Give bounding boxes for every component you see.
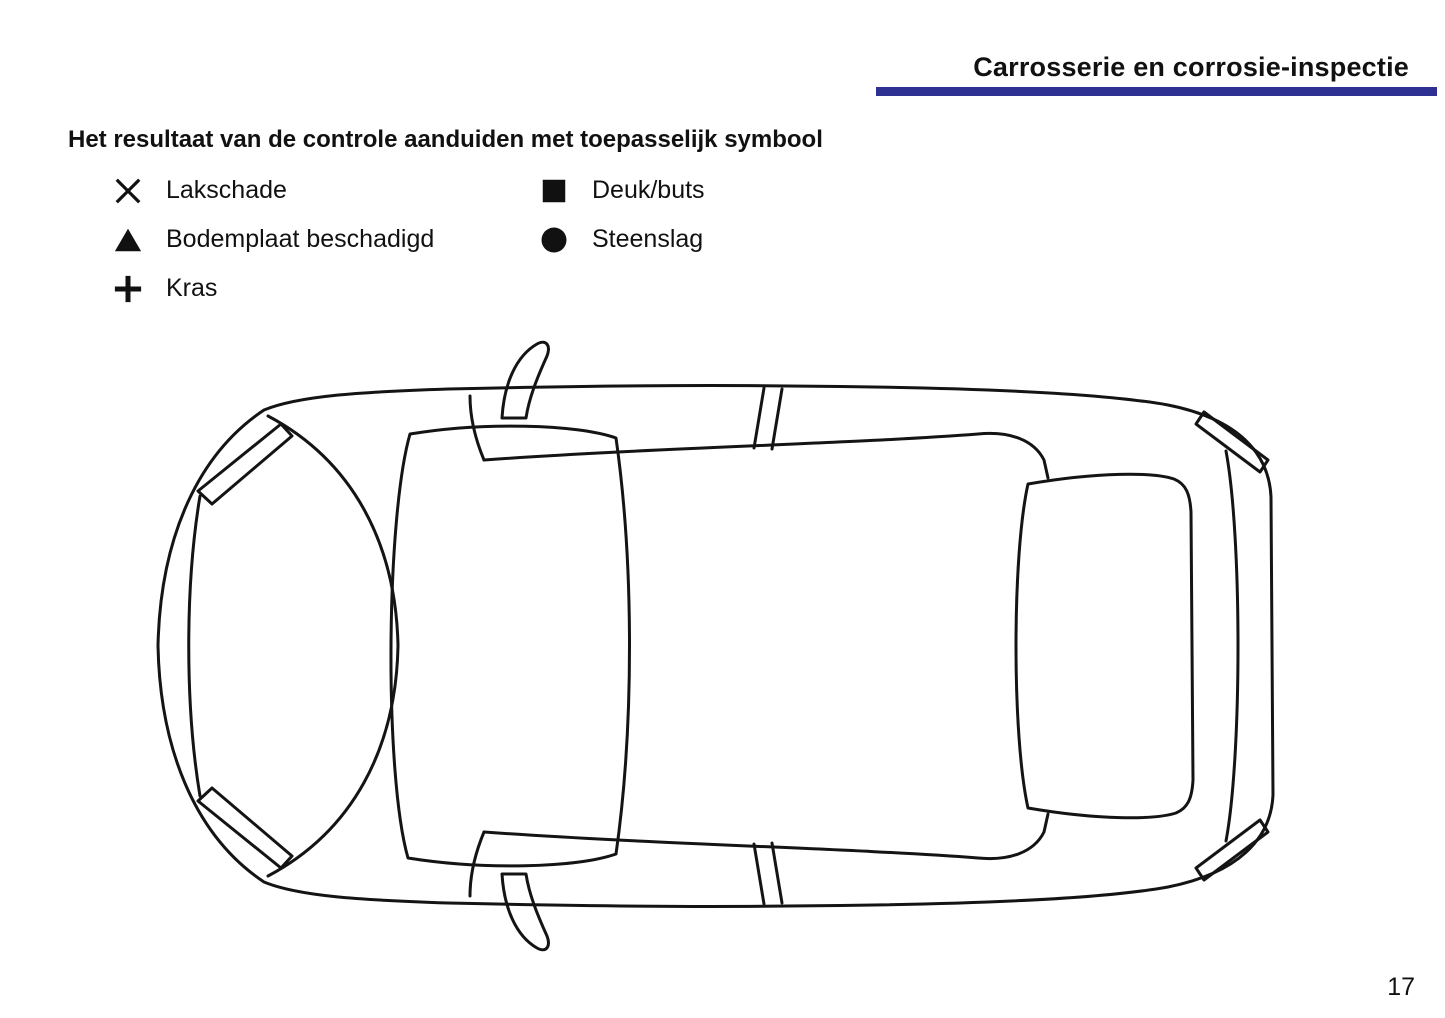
- legend-column-2: Deuk/buts Steenslag: [536, 166, 705, 264]
- plus-icon: [110, 274, 146, 304]
- x-mark-icon: [110, 176, 146, 206]
- car-body-outline: [156, 384, 1275, 908]
- b-pillar-bottom-1: [752, 842, 766, 906]
- side-window-front-edge-top: [468, 394, 486, 462]
- b-pillar-bottom-2: [770, 841, 784, 905]
- taillight-right-bottom: [1194, 818, 1270, 882]
- side-window-front-edge-bottom: [468, 830, 486, 898]
- headlight-left-top: [196, 422, 294, 506]
- legend-label: Deuk/buts: [592, 176, 705, 204]
- legend-label: Bodemplaat beschadigd: [166, 225, 435, 253]
- legend-item-lakschade: Lakschade: [110, 166, 434, 215]
- legend-item-kras: Kras: [110, 264, 434, 313]
- side-window-line-bottom: [482, 812, 1050, 861]
- legend-item-steenslag: Steenslag: [536, 215, 705, 264]
- windshield: [389, 424, 631, 868]
- mirror-top: [500, 340, 550, 420]
- page-number: 17: [1387, 973, 1415, 1001]
- page-title: Carrosserie en corrosie-inspectie: [973, 52, 1409, 82]
- rear-window: [1014, 472, 1195, 820]
- trunk-line: [1224, 449, 1240, 843]
- legend-label: Steenslag: [592, 225, 704, 253]
- triangle-icon: [110, 225, 146, 255]
- b-pillar-top-2: [770, 387, 784, 451]
- hood-line: [266, 414, 400, 878]
- legend-label: Kras: [166, 274, 218, 302]
- legend-item-deuk: Deuk/buts: [536, 166, 705, 215]
- side-window-line-top: [482, 431, 1050, 480]
- mirror-bottom: [500, 872, 550, 952]
- header-accent-bar: [876, 87, 1437, 96]
- legend-item-bodemplaat: Bodemplaat beschadigd: [110, 215, 434, 264]
- headlight-left-bottom: [196, 786, 294, 870]
- taillight-right-top: [1194, 410, 1270, 474]
- instruction-text: Het resultaat van de controle aanduiden …: [68, 126, 823, 153]
- square-icon: [536, 176, 572, 206]
- car-top-view-diagram: [156, 340, 1275, 952]
- front-bumper-line: [187, 494, 202, 798]
- circle-icon: [536, 225, 572, 255]
- legend-column-1: Lakschade Bodemplaat beschadigd Kras: [110, 166, 434, 313]
- b-pillar-top-1: [752, 386, 766, 450]
- legend-label: Lakschade: [166, 176, 287, 204]
